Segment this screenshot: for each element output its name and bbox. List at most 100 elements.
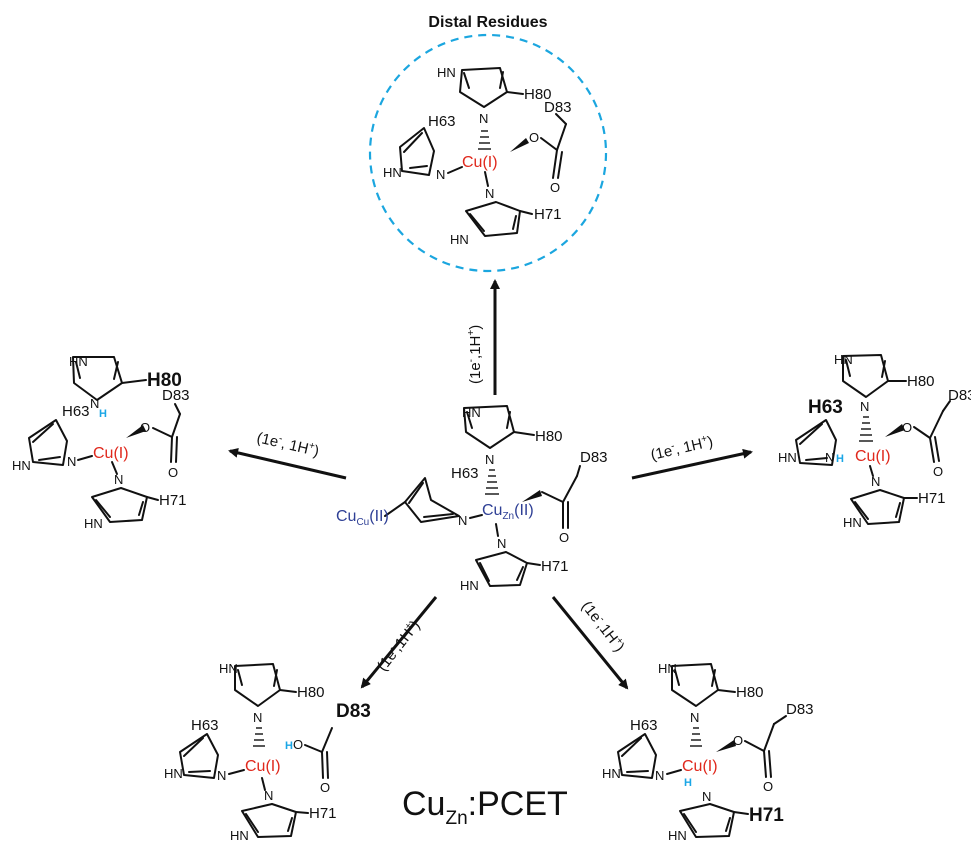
svg-text:D83: D83 [336, 701, 371, 722]
top-complex: HN N H80 H63 HN N Cu(I) O D83 O N [383, 65, 572, 247]
svg-text:HN: HN [668, 828, 687, 841]
svg-text:HN: HN [843, 515, 862, 530]
svg-text:HN: HN [460, 578, 479, 593]
svg-text:O: O [140, 420, 150, 435]
arrow-down-left [360, 596, 438, 689]
svg-text:H71: H71 [159, 492, 187, 509]
svg-text:N: N [458, 513, 467, 528]
cuzn-pcet-label: CuZn:PCET [402, 785, 568, 829]
svg-text:(1e-,1H+): (1e-,1H+) [578, 597, 629, 655]
svg-text:(1e-,1H+): (1e-,1H+) [466, 325, 484, 384]
svg-text:HN: HN [462, 405, 481, 420]
svg-text:H: H [684, 777, 692, 789]
svg-text:H63: H63 [451, 465, 479, 482]
svg-text:O: O [168, 465, 178, 480]
svg-text:O: O [550, 180, 560, 195]
svg-text:N: N [264, 788, 273, 803]
svg-text:HN: HN [84, 516, 103, 531]
svg-text:O: O [733, 733, 743, 748]
svg-text:H: H [836, 453, 844, 465]
svg-text:HN: HN [437, 65, 456, 80]
svg-text:O: O [559, 530, 569, 545]
svg-text:O: O [320, 780, 330, 795]
svg-text:(1e-, 1H+): (1e-, 1H+) [255, 428, 321, 460]
svg-text:H63: H63 [62, 403, 90, 420]
svg-text:H71: H71 [541, 558, 569, 575]
svg-text:HN: HN [778, 450, 797, 465]
svg-text:N: N [479, 111, 488, 126]
svg-text:H80: H80 [297, 684, 325, 701]
svg-text:N: N [702, 789, 711, 804]
svg-text:H71: H71 [918, 490, 946, 507]
svg-text:N: N [114, 472, 123, 487]
svg-text:D83: D83 [786, 701, 814, 718]
arrow-down-right [551, 596, 629, 690]
svg-text:H80: H80 [524, 86, 552, 103]
svg-text:Cu(I): Cu(I) [462, 154, 498, 171]
svg-text:N: N [217, 768, 226, 783]
left-complex: HN H80 H N H63 HN N Cu(I) O D83 O N HN H… [12, 354, 190, 531]
svg-text:H: H [285, 740, 293, 752]
condition-down-left: (1e-,1H+) [373, 617, 424, 675]
svg-text:N: N [90, 396, 99, 411]
svg-text:HN: HN [450, 232, 469, 247]
svg-text:O: O [293, 737, 303, 752]
svg-text:HN: HN [230, 828, 249, 841]
svg-text:H80: H80 [535, 428, 563, 445]
svg-text:HN: HN [602, 766, 621, 781]
svg-text:H80: H80 [907, 373, 935, 390]
condition-up: (1e-,1H+) [466, 325, 484, 384]
distal-residues-circle [368, 33, 608, 273]
svg-text:H80: H80 [736, 684, 764, 701]
arrow-right [631, 448, 753, 480]
right-complex: HN H80 N H63 HN N H Cu(I) O D83 O N [778, 352, 971, 530]
svg-text:(1e-,1H+): (1e-,1H+) [373, 617, 424, 675]
svg-text:H63: H63 [428, 113, 456, 130]
arrow-left [228, 447, 347, 480]
bottom-left-complex: HN H80 N H63 HN N Cu(I) D83 H O O N HN [164, 661, 371, 841]
svg-text:H: H [99, 408, 107, 420]
svg-text:Cu(I): Cu(I) [855, 448, 891, 465]
svg-text:O: O [902, 420, 912, 435]
svg-text:HN: HN [383, 165, 402, 180]
svg-text:H71: H71 [749, 805, 784, 826]
svg-text:O: O [763, 779, 773, 794]
svg-text:H71: H71 [309, 805, 337, 822]
svg-text:N: N [860, 399, 869, 414]
svg-text:D83: D83 [544, 99, 572, 116]
svg-text:N: N [67, 454, 76, 469]
svg-text:N: N [871, 474, 880, 489]
svg-text:N: N [436, 167, 445, 182]
svg-text:N: N [690, 710, 699, 725]
condition-down-right: (1e-,1H+) [578, 597, 629, 655]
svg-text:HN: HN [834, 352, 853, 367]
condition-left: (1e-, 1H+) [255, 428, 321, 460]
svg-text:O: O [529, 130, 539, 145]
svg-text:N: N [253, 710, 262, 725]
center-complex: HN N H80 H63 N CuCu(II) CuZn(II) [336, 405, 608, 593]
svg-text:Cu(I): Cu(I) [93, 445, 129, 462]
svg-text:H71: H71 [534, 206, 562, 223]
svg-text:D83: D83 [162, 387, 190, 404]
svg-text:HN: HN [219, 661, 238, 676]
svg-text:D83: D83 [948, 387, 971, 404]
svg-text:H63: H63 [630, 717, 658, 734]
svg-text:O: O [933, 464, 943, 479]
condition-right: (1e-, 1H+) [649, 432, 715, 464]
svg-text:N: N [485, 186, 494, 201]
svg-text:HN: HN [12, 458, 31, 473]
svg-text:H63: H63 [191, 717, 219, 734]
svg-text:HN: HN [658, 661, 677, 676]
svg-text:Cu(I): Cu(I) [245, 758, 281, 775]
svg-text:(1e-, 1H+): (1e-, 1H+) [649, 432, 715, 464]
svg-text:N: N [485, 452, 494, 467]
svg-text:H80: H80 [147, 370, 182, 391]
svg-text:HN: HN [164, 766, 183, 781]
cu-zn-ii-label: CuZn(II) [482, 502, 534, 522]
svg-text:N: N [825, 450, 834, 465]
svg-text:D83: D83 [580, 449, 608, 466]
svg-text:H63: H63 [808, 397, 843, 418]
svg-text:N: N [497, 536, 506, 551]
svg-text:Cu(I): Cu(I) [682, 758, 718, 775]
